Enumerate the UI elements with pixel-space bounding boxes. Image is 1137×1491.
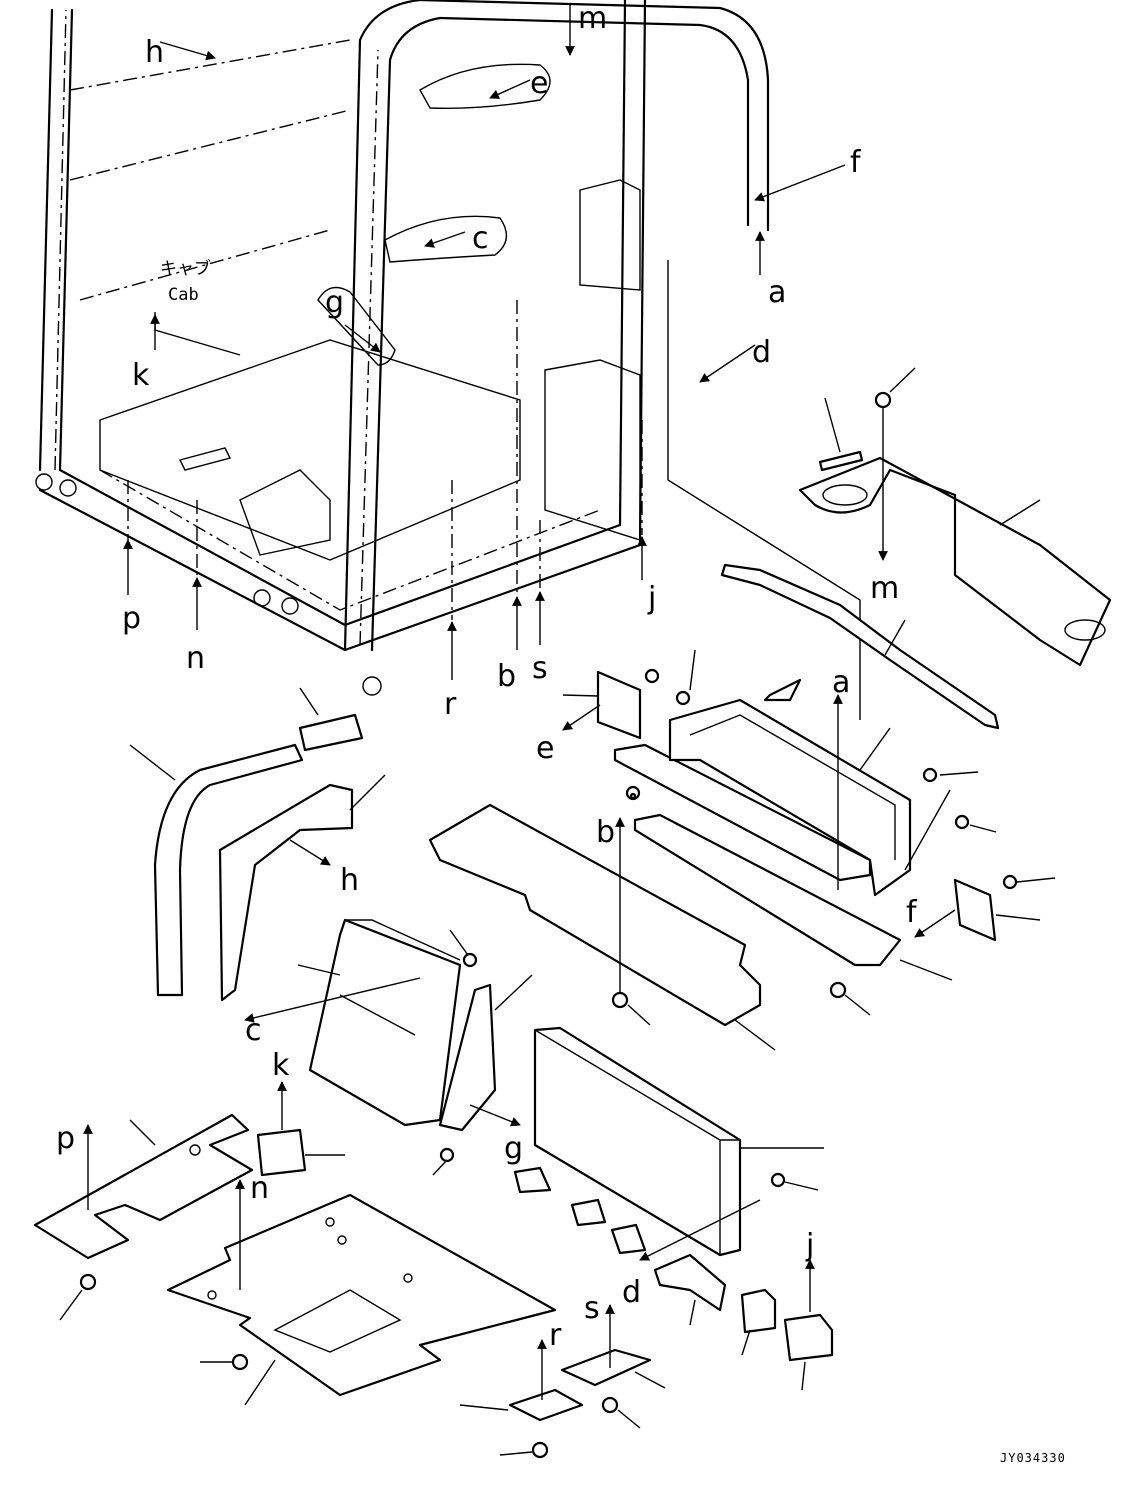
svg-text:Cab: Cab	[168, 285, 199, 305]
label-e-mid: e	[536, 731, 554, 766]
label-n-top: n	[186, 641, 205, 676]
label-d-top: d	[752, 335, 771, 370]
svg-text:キャブ: キャブ	[160, 258, 211, 279]
seal-strip	[720, 563, 1000, 730]
label-s-top: s	[532, 651, 548, 686]
label-a-top: a	[768, 275, 786, 310]
label-h-mid: h	[340, 863, 359, 898]
drawing-code: JY034330	[1000, 1451, 1066, 1465]
floor-mat-n	[166, 1179, 557, 1406]
plate-m	[798, 367, 1112, 667]
label-p-top: p	[122, 601, 141, 636]
block-c	[244, 918, 478, 1127]
label-f-mid: f	[906, 895, 918, 930]
corner-pads-h	[129, 687, 386, 1002]
label-j-top: j	[647, 581, 656, 616]
label-s-mid: s	[584, 1291, 600, 1326]
wedge-g	[432, 974, 533, 1176]
pads-r-s	[459, 1304, 666, 1459]
label-c-mid: c	[245, 1013, 262, 1048]
strip-f	[633, 813, 1056, 1016]
label-p-mid: p	[56, 1121, 75, 1156]
label-f-top: f	[850, 145, 862, 180]
label-m-top: m	[578, 1, 607, 36]
label-m-mid: m	[870, 571, 899, 606]
label-g-mid: g	[504, 1131, 523, 1166]
cab-label: キャブ Cab	[160, 258, 211, 305]
blocks-j	[653, 1253, 834, 1391]
block-b	[428, 792, 776, 1051]
label-b-top: b	[497, 659, 516, 694]
channel-a	[613, 678, 997, 897]
label-g-top: g	[325, 285, 344, 320]
label-c-top: c	[472, 221, 489, 256]
reference-letters: h m e f c a g d k m p j n b s a r e b h …	[56, 1, 918, 1353]
label-d-mid: d	[622, 1275, 641, 1310]
label-a-mid: a	[832, 665, 850, 700]
panel-d	[513, 1026, 824, 1261]
pad-k	[256, 1081, 345, 1177]
mat-p	[33, 1113, 254, 1321]
cab-frame	[35, 0, 861, 720]
cab-arrows	[123, 5, 846, 680]
label-n-mid: n	[250, 1171, 269, 1206]
label-j-mid: j	[805, 1228, 814, 1263]
label-k-mid: k	[272, 1048, 290, 1083]
pad-e	[562, 649, 696, 740]
label-r-top: r	[444, 687, 457, 722]
label-k-top: k	[132, 358, 150, 393]
label-r-mid: r	[549, 1318, 562, 1353]
label-b-mid: b	[596, 815, 615, 850]
label-e-top: e	[530, 66, 548, 101]
label-h-top: h	[145, 35, 164, 70]
